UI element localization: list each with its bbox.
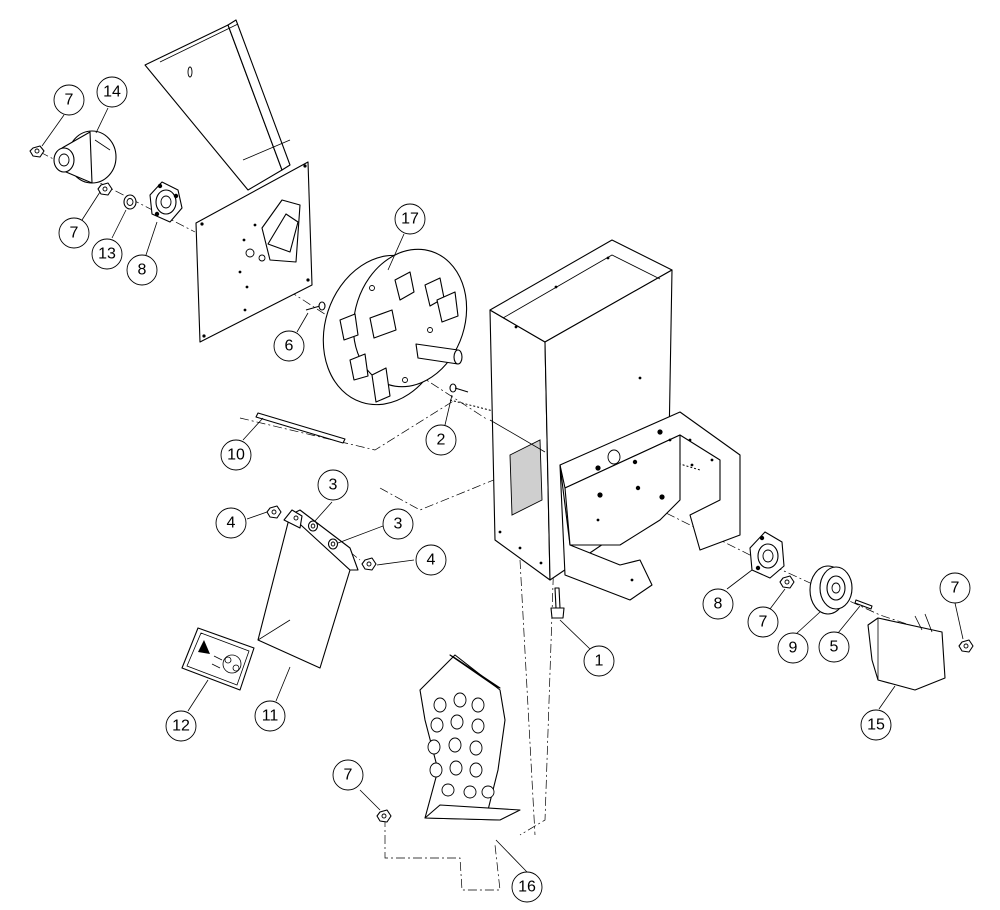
callout-14: 14 — [96, 76, 128, 108]
callout-4: 4 — [215, 507, 247, 539]
part-9-pulley — [809, 565, 853, 615]
callout-16: 16 — [511, 871, 543, 903]
part-8-flange-bearing — [149, 181, 183, 223]
part-10-rod — [255, 412, 346, 444]
part-3-washer — [307, 520, 319, 532]
callout-1: 1 — [583, 645, 615, 677]
part-7-nut — [779, 575, 795, 589]
part-1-housing — [489, 239, 741, 601]
svg-text:6: 6 — [285, 338, 294, 355]
svg-text:4: 4 — [227, 515, 236, 532]
svg-text:2: 2 — [437, 432, 446, 449]
callout-9: 9 — [777, 632, 809, 664]
svg-text:9: 9 — [789, 640, 798, 657]
svg-text:7: 7 — [344, 767, 353, 784]
svg-text:3: 3 — [394, 516, 403, 533]
callout-3: 3 — [382, 508, 414, 540]
svg-text:8: 8 — [138, 262, 147, 279]
part-6-bolt — [305, 301, 326, 311]
part-15-guard — [867, 613, 946, 691]
callout-10: 10 — [220, 439, 252, 471]
callout-11: 11 — [254, 700, 286, 732]
svg-text:8: 8 — [714, 596, 723, 613]
svg-text:13: 13 — [98, 246, 116, 263]
part-4-nut — [361, 557, 377, 571]
callout-6: 6 — [273, 330, 305, 362]
side-plate — [195, 161, 313, 343]
svg-text:16: 16 — [518, 879, 536, 896]
svg-text:7: 7 — [65, 92, 74, 109]
part-11-discharge-cover — [257, 509, 359, 669]
svg-text:12: 12 — [172, 718, 190, 735]
part-8-flange-bearing — [749, 531, 785, 579]
callout-2: 2 — [425, 424, 457, 456]
part-2-bolt — [449, 383, 469, 393]
svg-text:14: 14 — [103, 84, 121, 101]
part-16-deflector — [419, 654, 521, 821]
callout-7: 7 — [939, 572, 971, 604]
callout-12: 12 — [165, 710, 197, 742]
svg-text:5: 5 — [830, 639, 839, 656]
part-7-nut — [29, 145, 45, 158]
callout-17: 17 — [394, 203, 426, 235]
part-14-bearing-cap — [53, 130, 117, 184]
callout-7: 7 — [58, 217, 90, 249]
part-7-nut — [97, 182, 113, 196]
callout-3: 3 — [317, 469, 349, 501]
part-7-nut — [376, 809, 392, 823]
callout-4: 4 — [415, 544, 447, 576]
svg-text:7: 7 — [759, 614, 768, 631]
svg-text:7: 7 — [951, 580, 960, 597]
callout-5: 5 — [818, 631, 850, 663]
callout-13: 13 — [91, 238, 123, 270]
callout-7: 7 — [747, 606, 779, 638]
svg-text:17: 17 — [401, 211, 419, 228]
svg-text:10: 10 — [227, 447, 245, 464]
hopper-chute — [144, 19, 291, 191]
callout-7: 7 — [53, 84, 85, 116]
svg-text:11: 11 — [262, 708, 279, 725]
part-13-spacer — [123, 194, 137, 210]
callout-8: 8 — [702, 588, 734, 620]
callout-7: 7 — [332, 759, 364, 791]
callout-8: 8 — [126, 254, 158, 286]
part-1-bolt — [550, 587, 565, 619]
part-3-washer — [327, 538, 339, 550]
leader-lines — [41, 107, 964, 873]
part-12-warning-label — [181, 627, 255, 691]
svg-text:15: 15 — [867, 717, 885, 734]
part-4-nut — [266, 505, 282, 519]
callouts: 7 14 7 13 8 17 6 10 2 4 3 3 4 12 11 1 8 … — [53, 76, 971, 903]
svg-text:1: 1 — [595, 653, 604, 670]
callout-15: 15 — [860, 709, 892, 741]
svg-text:7: 7 — [70, 225, 79, 242]
part-5-key — [854, 599, 873, 610]
svg-text:3: 3 — [329, 477, 338, 494]
part-17-rotor — [322, 248, 468, 406]
part-7-nut — [958, 639, 974, 653]
svg-text:4: 4 — [427, 552, 436, 569]
